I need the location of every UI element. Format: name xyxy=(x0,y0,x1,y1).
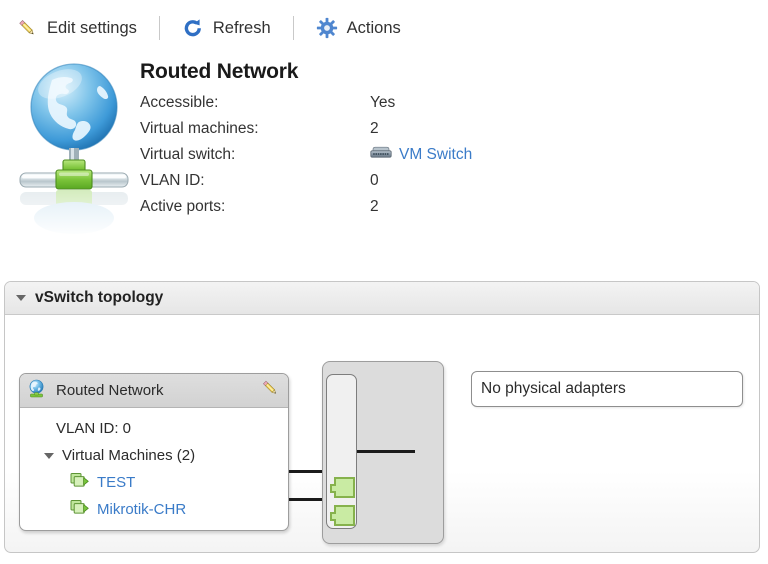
switch-port-1[interactable] xyxy=(330,477,355,498)
info-value-virtual-machines: 2 xyxy=(370,120,379,137)
actions-button[interactable]: Actions xyxy=(310,13,407,43)
info-value-virtual-switch: VM Switch xyxy=(370,145,472,165)
virtual-switch-graphic xyxy=(322,361,444,544)
actions-label: Actions xyxy=(346,18,401,37)
virtual-machine-icon xyxy=(70,472,89,493)
topology-network-body: VLAN ID: 0 Virtual Machines (2) xyxy=(20,408,288,523)
topology-vm-group-label: Virtual Machines (2) xyxy=(62,447,196,464)
gear-icon xyxy=(316,17,338,39)
virtual-machine-icon xyxy=(70,499,89,520)
no-physical-adapters-label: No physical adapters xyxy=(481,380,626,397)
refresh-label: Refresh xyxy=(212,18,271,37)
toolbar-separator-2 xyxy=(292,16,294,40)
info-key-vlan-id: VLAN ID: xyxy=(140,172,205,189)
topology-vm-item-test[interactable]: TEST xyxy=(20,469,288,496)
refresh-icon xyxy=(182,17,204,39)
info-row-accessible: Accessible: Yes xyxy=(140,90,472,116)
switch-hardware-icon xyxy=(370,145,392,165)
network-globe-icon xyxy=(16,60,132,238)
network-globe-small-icon xyxy=(27,379,46,403)
vswitch-topology-panel: vSwitch topology xyxy=(4,281,760,553)
info-key-accessible: Accessible: xyxy=(140,94,219,111)
info-row-virtual-switch: Virtual switch: xyxy=(140,142,472,168)
network-info-block: Routed Network Accessible: Yes Virtual m… xyxy=(140,60,472,220)
vswitch-topology-header[interactable]: vSwitch topology xyxy=(5,282,759,315)
info-row-active-ports: Active ports: 2 xyxy=(140,194,472,220)
info-value-accessible: Yes xyxy=(370,94,396,111)
switch-port-2[interactable] xyxy=(330,505,355,526)
topology-vm-name[interactable]: Mikrotik-CHR xyxy=(97,501,187,518)
topology-vm-group[interactable]: Virtual Machines (2) xyxy=(20,442,288,469)
pencil-icon xyxy=(16,17,38,39)
chevron-down-icon[interactable] xyxy=(16,295,26,301)
page-title: Routed Network xyxy=(140,60,299,83)
edit-settings-label: Edit settings xyxy=(47,18,137,37)
info-key-virtual-switch: Virtual switch: xyxy=(140,146,236,163)
chevron-down-icon[interactable] xyxy=(44,452,54,459)
info-row-vlan-id: VLAN ID: 0 xyxy=(140,168,472,194)
toolbar: Edit settings Refresh xyxy=(0,0,768,56)
toolbar-separator-1 xyxy=(158,16,160,40)
topology-vm-item-mikrotik-chr[interactable]: Mikrotik-CHR xyxy=(20,496,288,523)
topology-network-box: Routed Network xyxy=(19,373,289,531)
vswitch-topology-body: Routed Network xyxy=(5,315,759,552)
topology-vlan-line: VLAN ID: 0 xyxy=(56,420,132,437)
pencil-icon[interactable] xyxy=(260,378,280,403)
info-value-vlan-id: 0 xyxy=(370,172,379,189)
info-value-active-ports: 2 xyxy=(370,198,379,215)
info-row-virtual-machines: Virtual machines: 2 xyxy=(140,116,472,142)
switch-uplink-line xyxy=(357,450,415,453)
topology-network-name: Routed Network xyxy=(56,382,164,399)
no-physical-adapters-box: No physical adapters xyxy=(471,371,743,407)
edit-settings-button[interactable]: Edit settings xyxy=(10,13,143,43)
switch-port-group xyxy=(326,374,357,529)
connection-line-1 xyxy=(289,470,328,473)
info-key-active-ports: Active ports: xyxy=(140,198,226,215)
connection-line-2 xyxy=(289,498,328,501)
refresh-button[interactable]: Refresh xyxy=(176,13,277,43)
network-summary: Routed Network Accessible: Yes Virtual m… xyxy=(0,52,768,262)
vswitch-topology-title: vSwitch topology xyxy=(35,289,164,306)
vm-switch-link[interactable]: VM Switch xyxy=(399,146,473,163)
info-key-virtual-machines: Virtual machines: xyxy=(140,120,259,137)
topology-vm-name[interactable]: TEST xyxy=(97,474,136,491)
topology-network-header: Routed Network xyxy=(20,374,288,408)
